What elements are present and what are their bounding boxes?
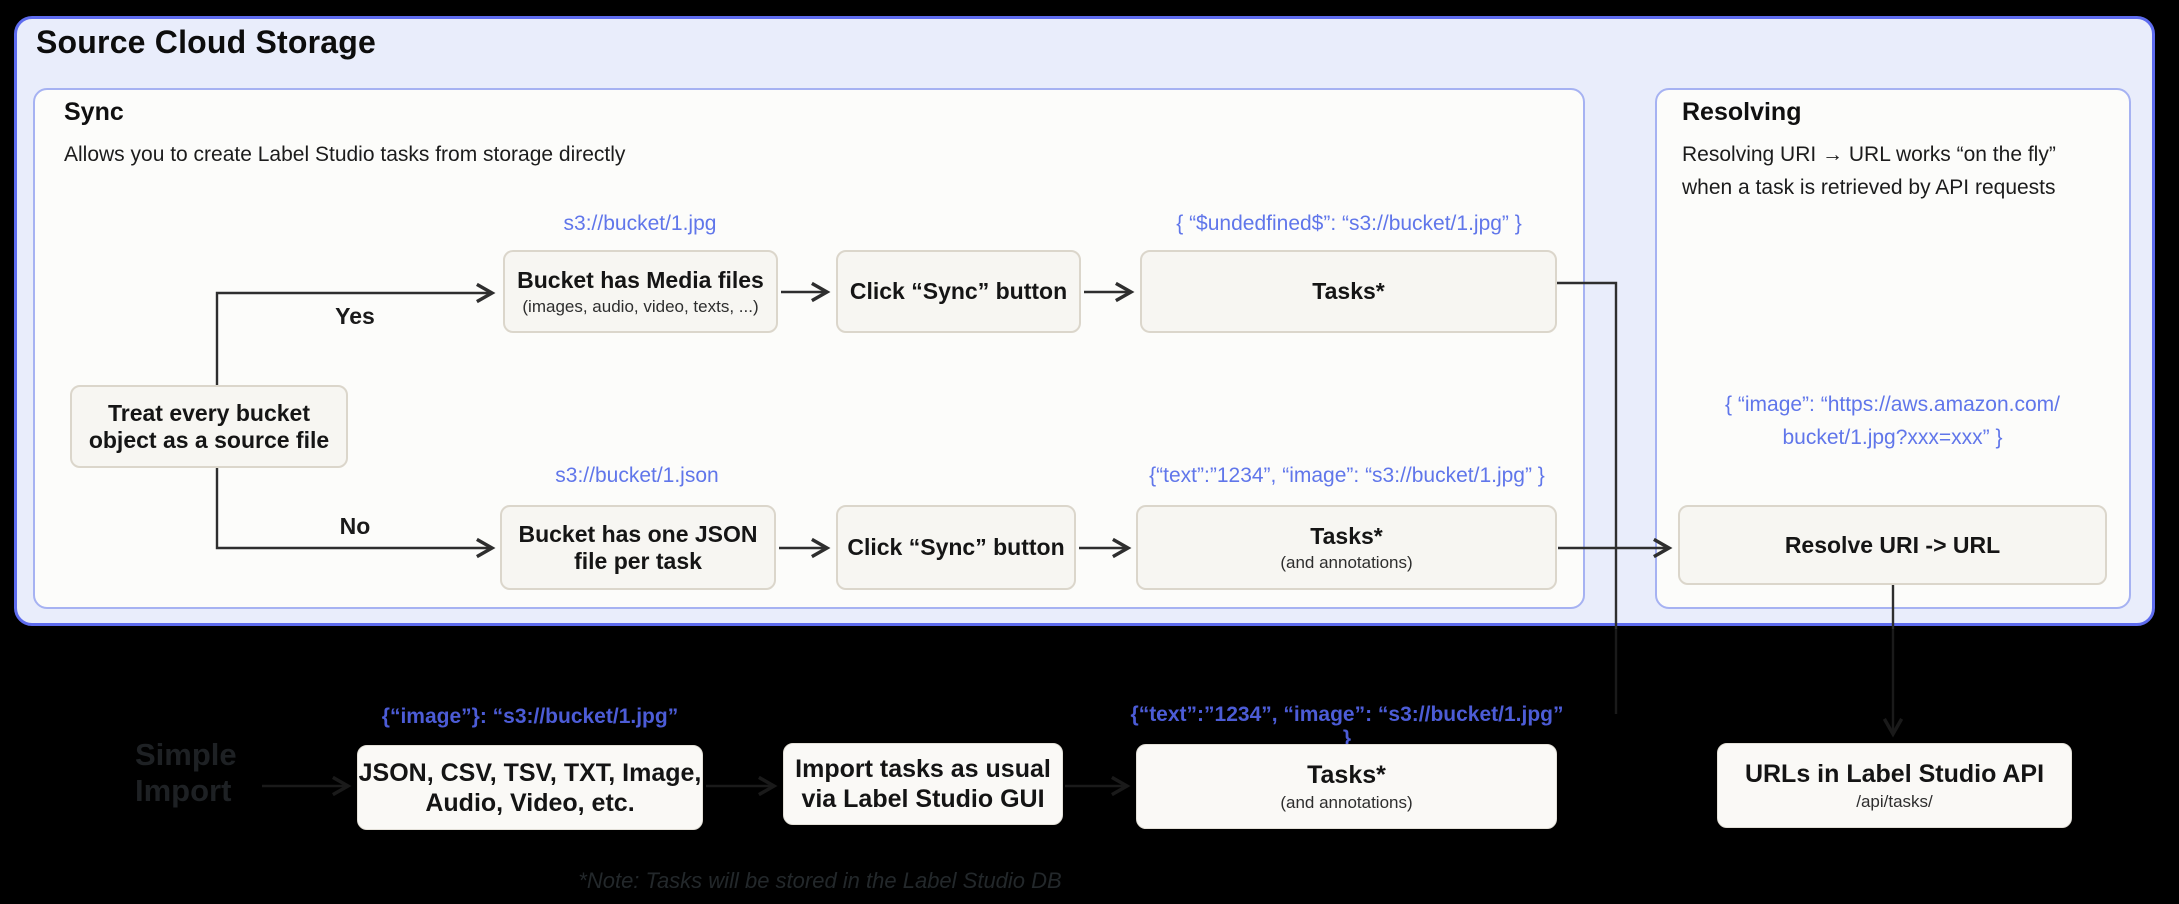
sync-button-box-bottom: Click “Sync” button <box>836 505 1076 590</box>
tasks-box-dark-label: Tasks* <box>1307 761 1386 789</box>
yes-branch-label: Yes <box>335 303 375 329</box>
sync-button-box-top: Click “Sync” button <box>836 250 1081 333</box>
simple-import-title: Simple Import <box>135 737 237 808</box>
tasks-box-dark-subtitle: (and annotations) <box>1280 793 1413 812</box>
sync-button-box-top-label: Click “Sync” button <box>849 278 1068 304</box>
tasks-box-bottom: Tasks* (and annotations) <box>1136 505 1557 590</box>
tasks-box-bottom-subtitle: (and annotations) <box>1280 552 1413 572</box>
tasks-note: *Note: Tasks will be stored in the Label… <box>578 868 1062 893</box>
uri-label-media: s3://bucket/1.jpg <box>563 212 717 235</box>
media-files-box: Bucket has Media files (images, audio, v… <box>503 250 778 333</box>
json-label-tasks-bottom: {“text”:”1234”, “image”: “s3://bucket/1.… <box>1149 464 1545 487</box>
json-label-resolved: { “image”: “https://aws.amazon.com/ buck… <box>1725 393 2060 449</box>
tasks-box-top-label: Tasks* <box>1312 278 1385 304</box>
json-label-tasks-dark: {“text”:”1234”, “image”: “s3://bucket/1.… <box>1130 703 1564 750</box>
json-file-box: Bucket has one JSON file per task <box>500 505 776 590</box>
tasks-box-dark: Tasks* (and annotations) <box>1136 744 1557 829</box>
media-files-box-title: Bucket has Media files <box>517 266 764 293</box>
page-title: Source Cloud Storage <box>36 24 377 60</box>
sync-panel-subtitle: Allows you to create Label Studio tasks … <box>64 143 626 166</box>
uri-label-json: s3://bucket/1.json <box>555 464 719 487</box>
formats-box: JSON, CSV, TSV, TXT, Image, Audio, Video… <box>357 745 703 830</box>
resolve-uri-box-label: Resolve URI -> URL <box>1784 531 2001 558</box>
decision-box: Treat every bucket object as a source fi… <box>70 385 348 468</box>
tasks-box-bottom-label: Tasks* <box>1310 522 1383 549</box>
api-urls-box-label: URLs in Label Studio API <box>1744 760 2045 788</box>
json-label-formats: {“image”}: “s3://bucket/1.jpg” <box>381 705 679 728</box>
resolving-panel-description: Resolving URI → URL works “on the fly” w… <box>1682 143 2056 199</box>
resolving-panel-title: Resolving <box>1682 98 1802 126</box>
api-urls-box-subtitle: /api/tasks/ <box>1856 792 1933 811</box>
json-label-tasks-top: { “$undedfined$”: “s3://bucket/1.jpg” } <box>1176 212 1522 235</box>
api-urls-box: URLs in Label Studio API /api/tasks/ <box>1717 743 2072 828</box>
resolve-uri-box: Resolve URI -> URL <box>1678 505 2107 585</box>
decision-box-label: Treat every bucket object as a source fi… <box>88 399 330 453</box>
sync-panel-title: Sync <box>64 98 124 126</box>
tasks-box-top: Tasks* <box>1140 250 1557 333</box>
sync-button-box-bottom-label: Click “Sync” button <box>847 534 1065 560</box>
gui-import-box-label: Import tasks as usual via Label Studio G… <box>795 755 1051 813</box>
formats-box-label: JSON, CSV, TSV, TXT, Image, Audio, Video… <box>358 758 702 817</box>
gui-import-box: Import tasks as usual via Label Studio G… <box>783 743 1063 825</box>
media-files-box-subtitle: (images, audio, video, texts, ...) <box>522 296 759 316</box>
no-branch-label: No <box>339 513 371 539</box>
json-file-box-label: Bucket has one JSON file per task <box>518 520 758 574</box>
